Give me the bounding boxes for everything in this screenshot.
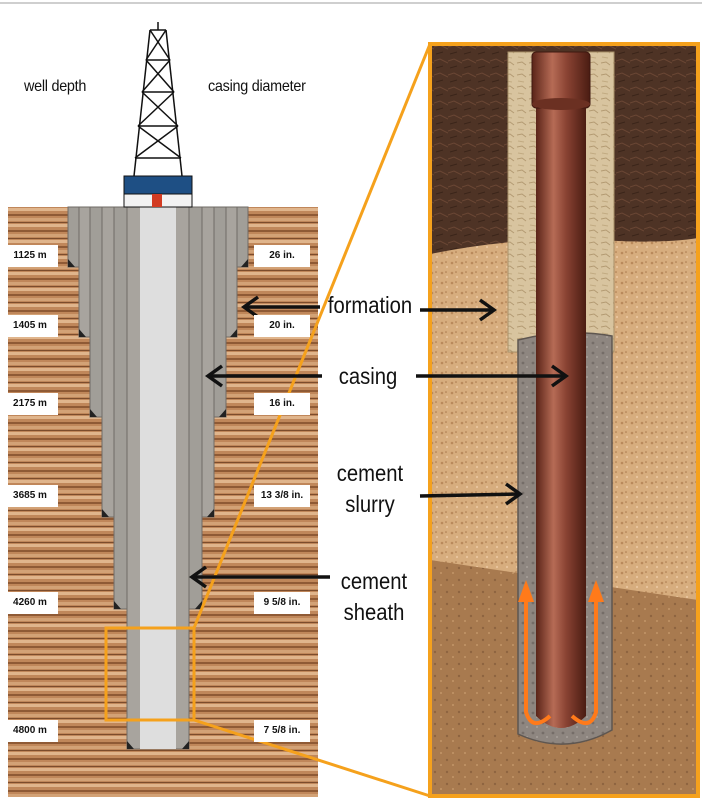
casing-diameter-header: casing diameter (208, 78, 306, 95)
diameter-label: 13 3/8 in. (254, 485, 310, 507)
cement-sheath-line2: sheath (343, 599, 405, 625)
cement-slurry-line2: slurry (345, 491, 395, 517)
well-depth-header: well depth (24, 78, 87, 95)
diameter-label: 16 in. (254, 393, 310, 415)
depth-label: 4260 m (2, 592, 58, 614)
depth-label: 3685 m (2, 485, 58, 507)
formation-label: formation (327, 292, 413, 318)
diameter-label: 26 in. (254, 245, 310, 267)
cement-slurry-line1: cement (336, 460, 404, 486)
diameter-label: 20 in. (254, 315, 310, 337)
diameter-label: 9 5/8 in. (254, 592, 310, 614)
diameter-label: 7 5/8 in. (254, 720, 310, 742)
depth-label: 4800 m (2, 720, 58, 742)
cement-slurry-label: cement slurry (328, 458, 412, 520)
depth-label: 1405 m (2, 315, 58, 337)
casing-label: casing (338, 363, 398, 389)
zoom-panel (428, 42, 700, 798)
cement-sheath-line1: cement (340, 568, 408, 594)
depth-label: 2175 m (2, 393, 58, 415)
cement-sheath-label: cement sheath (332, 566, 416, 628)
depth-label: 1125 m (2, 245, 58, 267)
